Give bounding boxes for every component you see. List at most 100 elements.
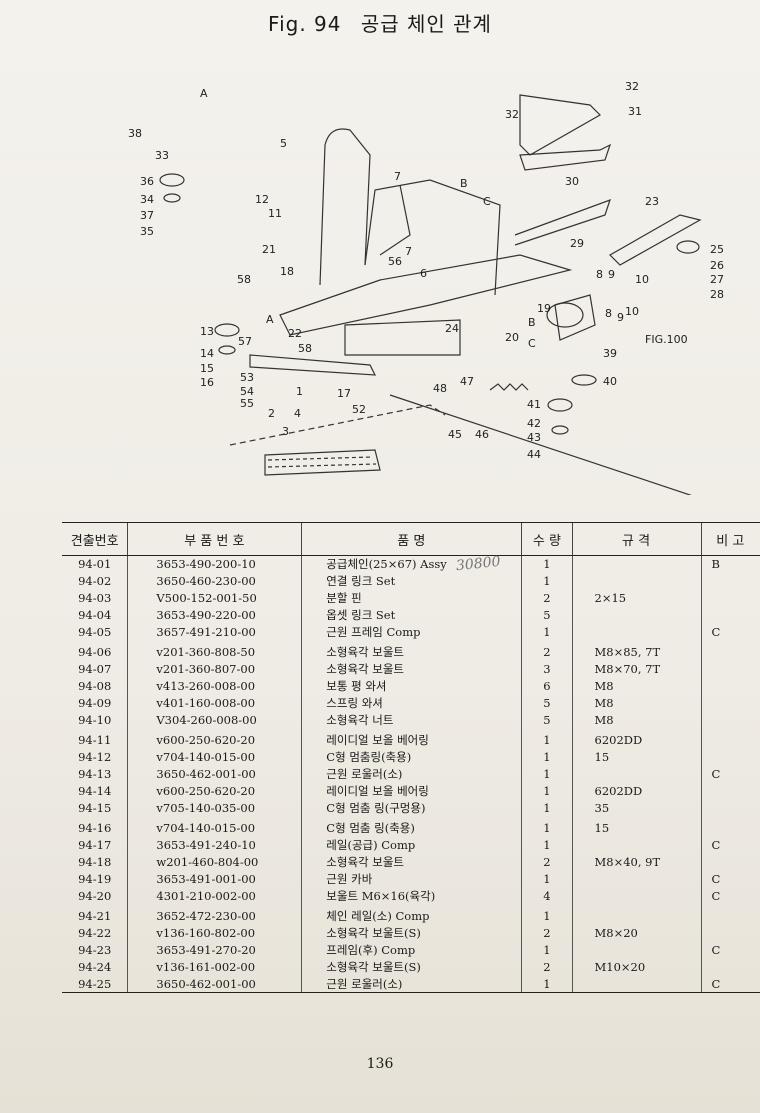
reference-no-cell: 94-11 <box>78 733 112 748</box>
reference-no-cell: 94-19 <box>78 871 112 886</box>
part-name-cell: 체인 레일(소) Comp <box>301 907 522 925</box>
reference-no-cell: 94-24 <box>78 959 112 974</box>
callout-21: 21 <box>262 243 276 256</box>
callout-55: 55 <box>240 397 254 410</box>
quantity-cell: 1 <box>521 836 572 854</box>
callout-14: 14 <box>200 347 214 360</box>
reference-no-cell: 94-05 <box>78 624 112 639</box>
callout-33: 33 <box>155 149 169 162</box>
callout-58-lower: 58 <box>298 342 312 355</box>
table-header-row: 견출번호 부 품 번 호 품 명 수 량 규 격 비 고 <box>62 522 760 556</box>
remarks-cell <box>700 782 760 800</box>
specification-cell <box>571 623 702 644</box>
callout-57: 57 <box>238 335 252 348</box>
callout-25: 25 <box>710 243 724 256</box>
specification-cell: 15 <box>571 819 702 837</box>
reference-no-cell: 94-08 <box>78 678 112 693</box>
quantity-cell: 5 <box>521 606 572 624</box>
remarks-cell: C <box>700 623 760 644</box>
page-title: Fig. 94 공급 체인 관계 <box>0 8 760 37</box>
callout-5: 5 <box>280 137 287 150</box>
quantity-cell: 3 <box>521 660 572 678</box>
specification-cell <box>571 765 702 783</box>
callout-19: 19 <box>537 302 551 315</box>
part-number-cell: v401-160-008-00 <box>127 694 302 712</box>
remarks-cell: C <box>700 870 760 888</box>
reference-no-cell: 94-01 <box>78 557 112 572</box>
part-number-cell: 3650-462-001-00 <box>127 975 302 993</box>
part-number-cell: v704-140-015-00 <box>127 748 302 766</box>
specification-cell: M8×40, 9T <box>571 853 702 871</box>
reference-no-cell: 94-15 <box>78 800 112 815</box>
quantity-cell: 4 <box>521 887 572 908</box>
part-number-cell: v413-260-008-00 <box>127 677 302 695</box>
remarks-cell <box>700 606 760 624</box>
upright-frame-shape <box>319 128 371 286</box>
callout-32-left: 32 <box>505 108 519 121</box>
remarks-cell <box>700 924 760 942</box>
callout-48: 48 <box>433 382 447 395</box>
specification-cell <box>571 572 702 590</box>
callout-28: 28 <box>710 288 724 301</box>
remarks-cell <box>700 731 760 749</box>
quantity-cell: 6 <box>521 677 572 695</box>
part-number-cell: 4301-210-002-00 <box>127 887 302 908</box>
callout-A-top: A <box>200 87 208 100</box>
remarks-cell: B <box>700 555 760 573</box>
part-number-cell: V304-260-008-00 <box>127 711 302 732</box>
part-number-cell: 3650-462-001-00 <box>127 765 302 783</box>
part-name-cell: 근원 카바 <box>301 870 522 888</box>
callout-1: 1 <box>296 385 303 398</box>
quantity-cell: 1 <box>521 799 572 820</box>
part-name-cell: 연결 링크 Set <box>301 572 522 590</box>
callout-fig100: FIG.100 <box>645 333 688 346</box>
part-name-cell: 레이디얼 보올 베어링 <box>301 782 522 800</box>
part-name-cell: 스프링 와셔 <box>301 694 522 712</box>
part-number-cell: v600-250-620-20 <box>127 782 302 800</box>
figure-number: Fig. 94 <box>268 12 342 36</box>
base-frame-shape <box>279 254 573 336</box>
header-reference-no: 견출번호 <box>62 522 128 556</box>
callout-17: 17 <box>337 387 351 400</box>
specification-cell <box>571 870 702 888</box>
part-name-cell: 프레임(후) Comp <box>301 941 522 959</box>
callout-46: 46 <box>475 428 489 441</box>
reference-no-cell: 94-20 <box>78 888 112 903</box>
quantity-cell: 5 <box>521 711 572 732</box>
part-name-cell: 옵셋 링크 Set <box>301 606 522 624</box>
exploded-parts-diagram: A 38 33 36 34 37 35 5 12 11 21 58 18 13 … <box>100 55 740 506</box>
reference-no-cell: 94-07 <box>78 662 112 677</box>
remarks-cell <box>700 677 760 695</box>
header-quantity: 수 량 <box>521 522 572 556</box>
callout-34: 34 <box>140 193 154 206</box>
quantity-cell: 1 <box>521 941 572 959</box>
specification-cell <box>571 907 702 925</box>
part-name-cell: 보통 평 와셔 <box>301 677 522 695</box>
reference-no-cell: 94-10 <box>78 712 112 727</box>
part-number-cell: v201-360-807-00 <box>127 660 302 678</box>
specification-cell: M8 <box>571 677 702 695</box>
callout-15: 15 <box>200 362 214 375</box>
specification-cell <box>571 975 702 993</box>
chain-shape <box>264 449 381 476</box>
specification-cell: 35 <box>571 799 702 820</box>
remarks-cell <box>700 694 760 712</box>
callout-30: 30 <box>565 175 579 188</box>
part-number-cell: V500-152-001-50 <box>127 589 302 607</box>
remarks-cell <box>700 907 760 925</box>
specification-cell: M8 <box>571 711 702 732</box>
reference-no-cell: 94-25 <box>62 975 128 993</box>
